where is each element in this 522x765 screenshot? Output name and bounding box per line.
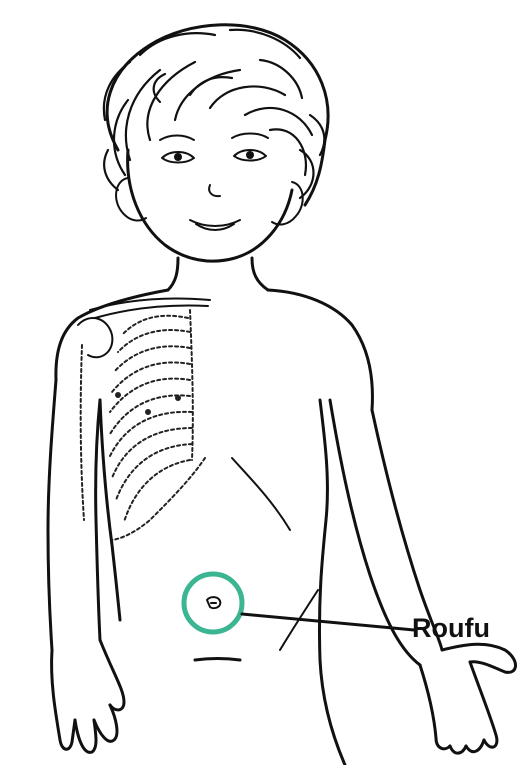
hair [104,25,328,205]
face [116,134,303,262]
arms [48,345,516,753]
navel [207,597,220,608]
acupoint-label: Roufu [412,613,490,643]
torso-outline [56,258,373,765]
